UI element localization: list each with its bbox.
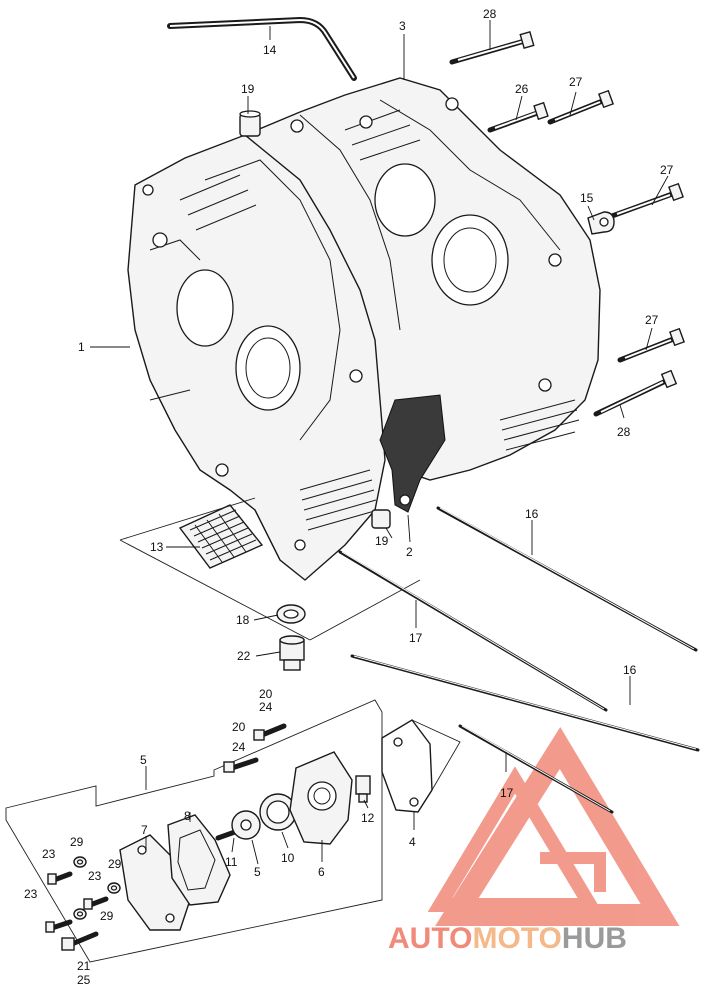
callout-27-top: 27: [569, 75, 583, 89]
part-29-washers: [73, 856, 121, 920]
callout-5-part: 5: [254, 865, 261, 879]
part-8-pump-gasket: [167, 814, 231, 906]
part-20-24-bolt-a: [253, 723, 287, 741]
watermark-text: AUTOMOTOHUB: [388, 922, 627, 955]
watermark-text-auto: AUTO: [388, 922, 472, 955]
callout-20-upper: 20: [259, 687, 273, 701]
part-17-stud-b: [458, 724, 614, 814]
part-18-washer: [276, 604, 306, 624]
part-23-screws: [45, 871, 109, 933]
watermark-text-hub: HUB: [562, 922, 627, 955]
oil-pump-parts: [45, 719, 461, 951]
part-1-crankcase-assembly: [127, 77, 601, 581]
crankcase-fins: [179, 109, 580, 531]
part-22-drain-plug: [279, 635, 305, 671]
callout-24-upper: 24: [259, 700, 273, 714]
automotohub-watermark: AUTOMOTOHUB: [388, 726, 680, 955]
part-17-stud-a: [338, 550, 608, 712]
part-27-bolt-a: [547, 89, 614, 125]
callout-27-middle: 27: [660, 163, 674, 177]
callout-16-lower: 16: [623, 663, 637, 677]
callout-13: 13: [150, 540, 164, 554]
watermark-triangle-logo: [427, 726, 680, 926]
callout-labels: 1 2 3 4 5 5 6 7 8 10 11 12 13 14 15 16 1…: [24, 7, 674, 987]
part-19-dowel-pins: [239, 110, 391, 529]
callout-24-lower: 24: [232, 740, 246, 754]
callout-1: 1: [78, 340, 85, 354]
part-27-bolt-c: [617, 327, 685, 363]
callout-12: 12: [361, 811, 375, 825]
part-21-25-bolt: [61, 931, 99, 951]
crankcase-cylinder-bores: [176, 163, 509, 411]
callout-29-c: 29: [100, 909, 114, 923]
part-15-clamp: [587, 211, 615, 235]
callout-23-b: 23: [88, 869, 102, 883]
callout-11: 11: [225, 855, 238, 869]
part-27-bolt-b: [609, 182, 684, 219]
part-10-outer-rotor: [259, 793, 297, 831]
callout-20-lower: 20: [232, 720, 246, 734]
part-16-stud-a: [436, 506, 698, 652]
callout-23-c: 23: [24, 887, 38, 901]
callout-18: 18: [236, 613, 250, 627]
callout-15: 15: [580, 191, 594, 205]
part-26-bolt: [487, 101, 549, 133]
callout-17-upper: 17: [409, 631, 423, 645]
callout-8: 8: [184, 809, 191, 823]
part-2-gasket: [379, 394, 446, 513]
callout-14: 14: [263, 43, 277, 57]
part-14-breather-tube: [167, 16, 357, 81]
callout-16-upper: 16: [525, 507, 539, 521]
callout-5-group: 5: [140, 753, 147, 767]
watermark-text-moto: MOTO: [472, 922, 561, 955]
callout-29-b: 29: [108, 857, 122, 871]
callout-4: 4: [409, 835, 416, 849]
long-studs: [338, 506, 700, 814]
callout-19-bottom: 19: [375, 534, 389, 548]
callout-3: 3: [399, 19, 406, 33]
callout-6: 6: [318, 865, 325, 879]
callout-22: 22: [237, 649, 251, 663]
callout-21: 21: [77, 959, 91, 973]
callout-19-top: 19: [241, 82, 255, 96]
callout-leader-lines: [90, 20, 669, 865]
callout-10: 10: [281, 851, 295, 865]
callout-17-lower: 17: [500, 786, 514, 800]
crankcase-bolt-holes: [142, 97, 562, 551]
part-9-inner-rotor: [231, 810, 261, 840]
callout-27-lower: 27: [645, 313, 659, 327]
callout-28-bottom: 28: [617, 425, 631, 439]
callout-29-a: 29: [70, 835, 84, 849]
callout-25: 25: [77, 973, 91, 987]
callout-28-top: 28: [483, 7, 497, 21]
part-13-oil-strainer: [178, 504, 264, 569]
oil-pump-group-outline: [5, 699, 383, 963]
callout-7: 7: [141, 823, 148, 837]
callout-26: 26: [515, 82, 529, 96]
callout-2: 2: [406, 545, 413, 559]
part-20-24-bolt-b: [223, 757, 259, 773]
part-12-fitting: [355, 775, 371, 803]
case-bolts: [449, 31, 685, 417]
part-16-stud-b: [350, 654, 700, 752]
callout-23-a: 23: [42, 847, 56, 861]
part-28-bolt-bottom: [593, 369, 678, 417]
part-28-bolt-top: [449, 31, 535, 65]
part-4-gasket: [381, 719, 461, 813]
part-6-pump-body: [289, 751, 353, 845]
